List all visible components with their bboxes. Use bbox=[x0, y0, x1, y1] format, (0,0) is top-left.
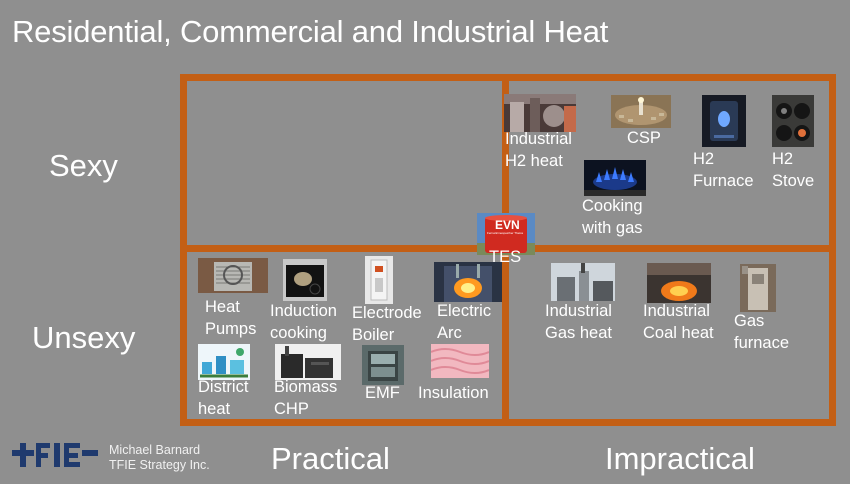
gas-furnace-photo bbox=[740, 264, 776, 312]
heat-pump-photo bbox=[198, 258, 268, 293]
slide-title: Residential, Commercial and Industrial H… bbox=[12, 14, 609, 49]
district-heat-diagram bbox=[198, 344, 250, 380]
tank-logo-text: EVN bbox=[495, 218, 520, 232]
induction-cooktop-photo bbox=[283, 259, 327, 301]
gas-flame-photo bbox=[584, 160, 646, 196]
coal-furnace-photo bbox=[647, 263, 711, 303]
insulation-photo bbox=[431, 344, 489, 378]
emf-heater-photo bbox=[362, 345, 404, 385]
h2-stove-photo bbox=[772, 95, 814, 147]
electric-arc-furnace-photo bbox=[434, 262, 502, 302]
thermal-storage-tank-photo: EVN Fernwärmespeicher Theiss bbox=[477, 213, 535, 255]
biomass-chp-plant-photo bbox=[275, 344, 341, 380]
axis-label-sexy: Sexy bbox=[49, 148, 118, 183]
tfie-logo-icon bbox=[12, 441, 98, 471]
electrode-boiler-photo bbox=[365, 256, 393, 304]
tank-subtext: Fernwärmespeicher Theiss bbox=[487, 231, 524, 235]
author-name: Michael Barnard bbox=[109, 443, 201, 457]
h2-furnace-photo bbox=[702, 95, 746, 147]
gas-heat-plant-photo bbox=[551, 263, 615, 301]
concentrated-solar-photo bbox=[611, 95, 671, 128]
axis-label-practical: Practical bbox=[271, 441, 390, 476]
company-name: TFIE Strategy Inc. bbox=[109, 458, 210, 472]
axis-label-unsexy: Unsexy bbox=[32, 320, 136, 355]
axis-label-impractical: Impractical bbox=[605, 441, 755, 476]
author-credit: Michael Barnard TFIE Strategy Inc. bbox=[109, 443, 210, 473]
industrial-h2-plant-photo bbox=[504, 94, 576, 132]
